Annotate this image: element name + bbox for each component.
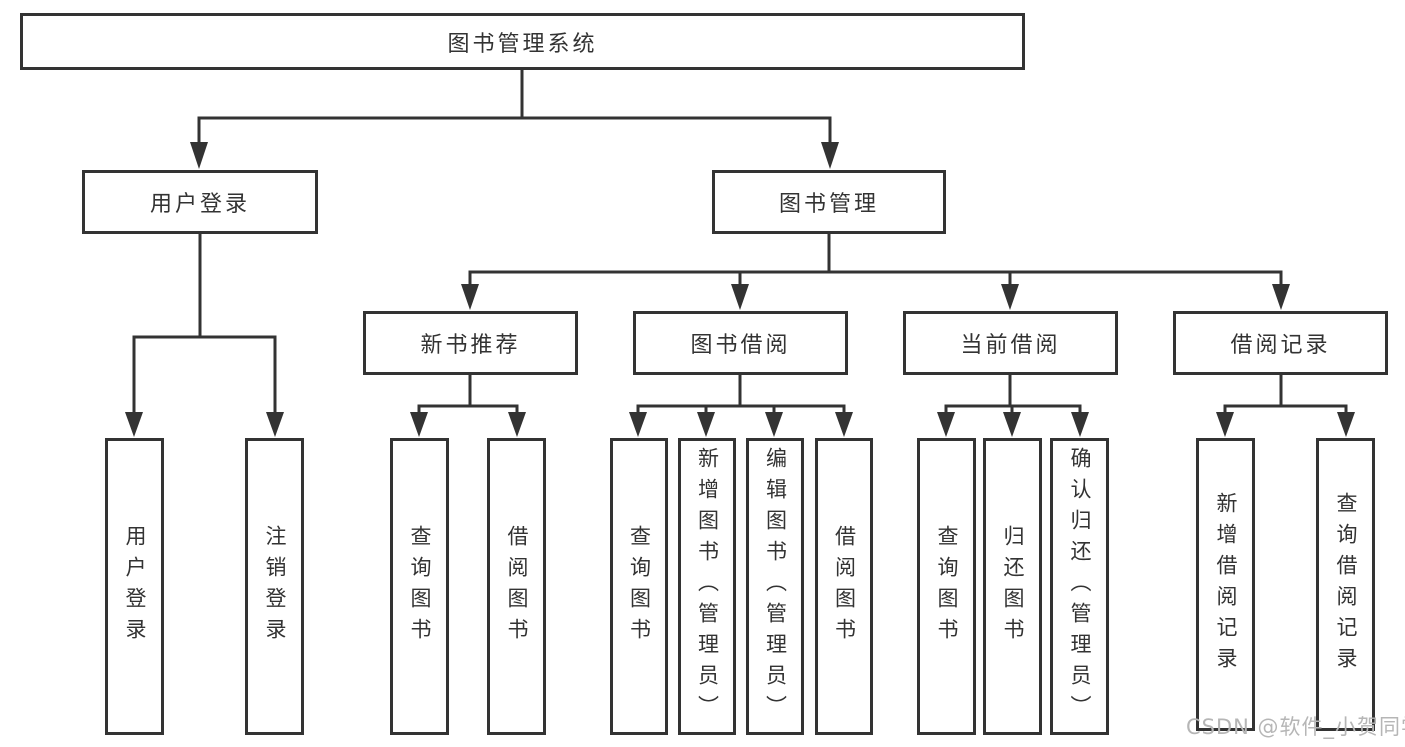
- node-new-book-recommend: 新书推荐: [363, 311, 578, 375]
- connector-current-borrow: [944, 373, 1082, 420]
- connector-book-management: [468, 232, 1283, 292]
- node-book-management: 图书管理: [712, 170, 946, 234]
- connector-new-book-recommend: [417, 373, 519, 420]
- leaf-user-login: 用户登录: [105, 438, 164, 735]
- connector-user-login: [132, 232, 277, 420]
- node-borrow-records: 借阅记录: [1173, 311, 1388, 375]
- node-current-borrow: 当前借阅: [903, 311, 1118, 375]
- node-root: 图书管理系统: [20, 13, 1025, 70]
- leaf-query-books-3: 查询图书: [917, 438, 976, 735]
- leaf-add-books-admin: 新增图书（管理员）: [678, 438, 736, 735]
- arrowheads: [125, 142, 1355, 437]
- leaf-query-books-1: 查询图书: [390, 438, 449, 735]
- leaf-confirm-return-admin: 确认归还（管理员）: [1050, 438, 1109, 735]
- connector-borrow-records: [1223, 373, 1348, 420]
- node-book-borrow: 图书借阅: [633, 311, 848, 375]
- node-user-login: 用户登录: [82, 170, 318, 234]
- leaf-query-books-2: 查询图书: [610, 438, 668, 735]
- leaf-return-books: 归还图书: [983, 438, 1042, 735]
- leaf-edit-books-admin: 编辑图书（管理员）: [746, 438, 804, 735]
- connector-book-borrow: [636, 373, 846, 420]
- leaf-query-borrow-record: 查询借阅记录: [1316, 438, 1375, 731]
- csdn-watermark: CSDN @软件_小贺同学: [1186, 715, 1405, 739]
- leaf-borrow-books-1: 借阅图书: [487, 438, 546, 735]
- connector-root: [197, 68, 832, 150]
- leaf-add-borrow-record: 新增借阅记录: [1196, 438, 1255, 731]
- leaf-logout: 注销登录: [245, 438, 304, 735]
- leaf-borrow-books-2: 借阅图书: [815, 438, 873, 735]
